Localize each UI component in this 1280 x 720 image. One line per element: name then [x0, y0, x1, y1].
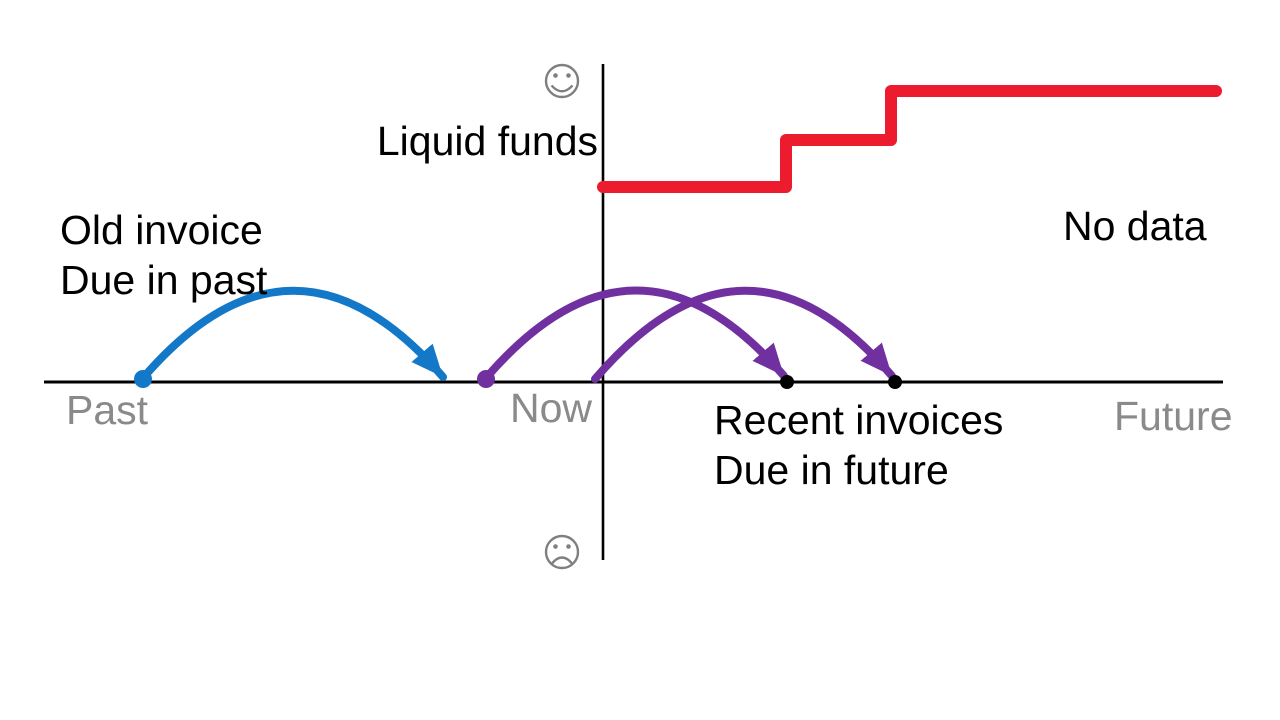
old-invoice-label-line2: Due in past	[60, 257, 268, 303]
recent-invoices-label-line2: Due in future	[714, 447, 949, 493]
recent-invoice-arc-2	[591, 286, 896, 383]
liquid-funds-label: Liquid funds	[377, 118, 598, 164]
recent-invoices-label-line1: Recent invoices	[714, 397, 1003, 443]
past-axis-label: Past	[66, 387, 149, 433]
recent-invoice-arc-1	[477, 286, 788, 388]
due-date-dot-1	[780, 375, 794, 389]
old-invoice-arrow	[139, 286, 447, 382]
smiley-face-icon	[544, 63, 580, 99]
future-axis-label: Future	[1114, 393, 1233, 439]
old-invoice-label-line1: Old invoice	[60, 207, 263, 253]
due-date-dot-2	[888, 375, 902, 389]
recent-invoice-arrow-1	[482, 286, 788, 382]
now-axis-label: Now	[510, 385, 592, 431]
liquid-funds-step-line	[597, 85, 1222, 193]
no-data-label: No data	[1063, 203, 1207, 249]
old-invoice-arc	[134, 286, 447, 388]
recent-invoice-arrow-2	[591, 286, 896, 383]
sad-face-icon	[544, 534, 580, 570]
